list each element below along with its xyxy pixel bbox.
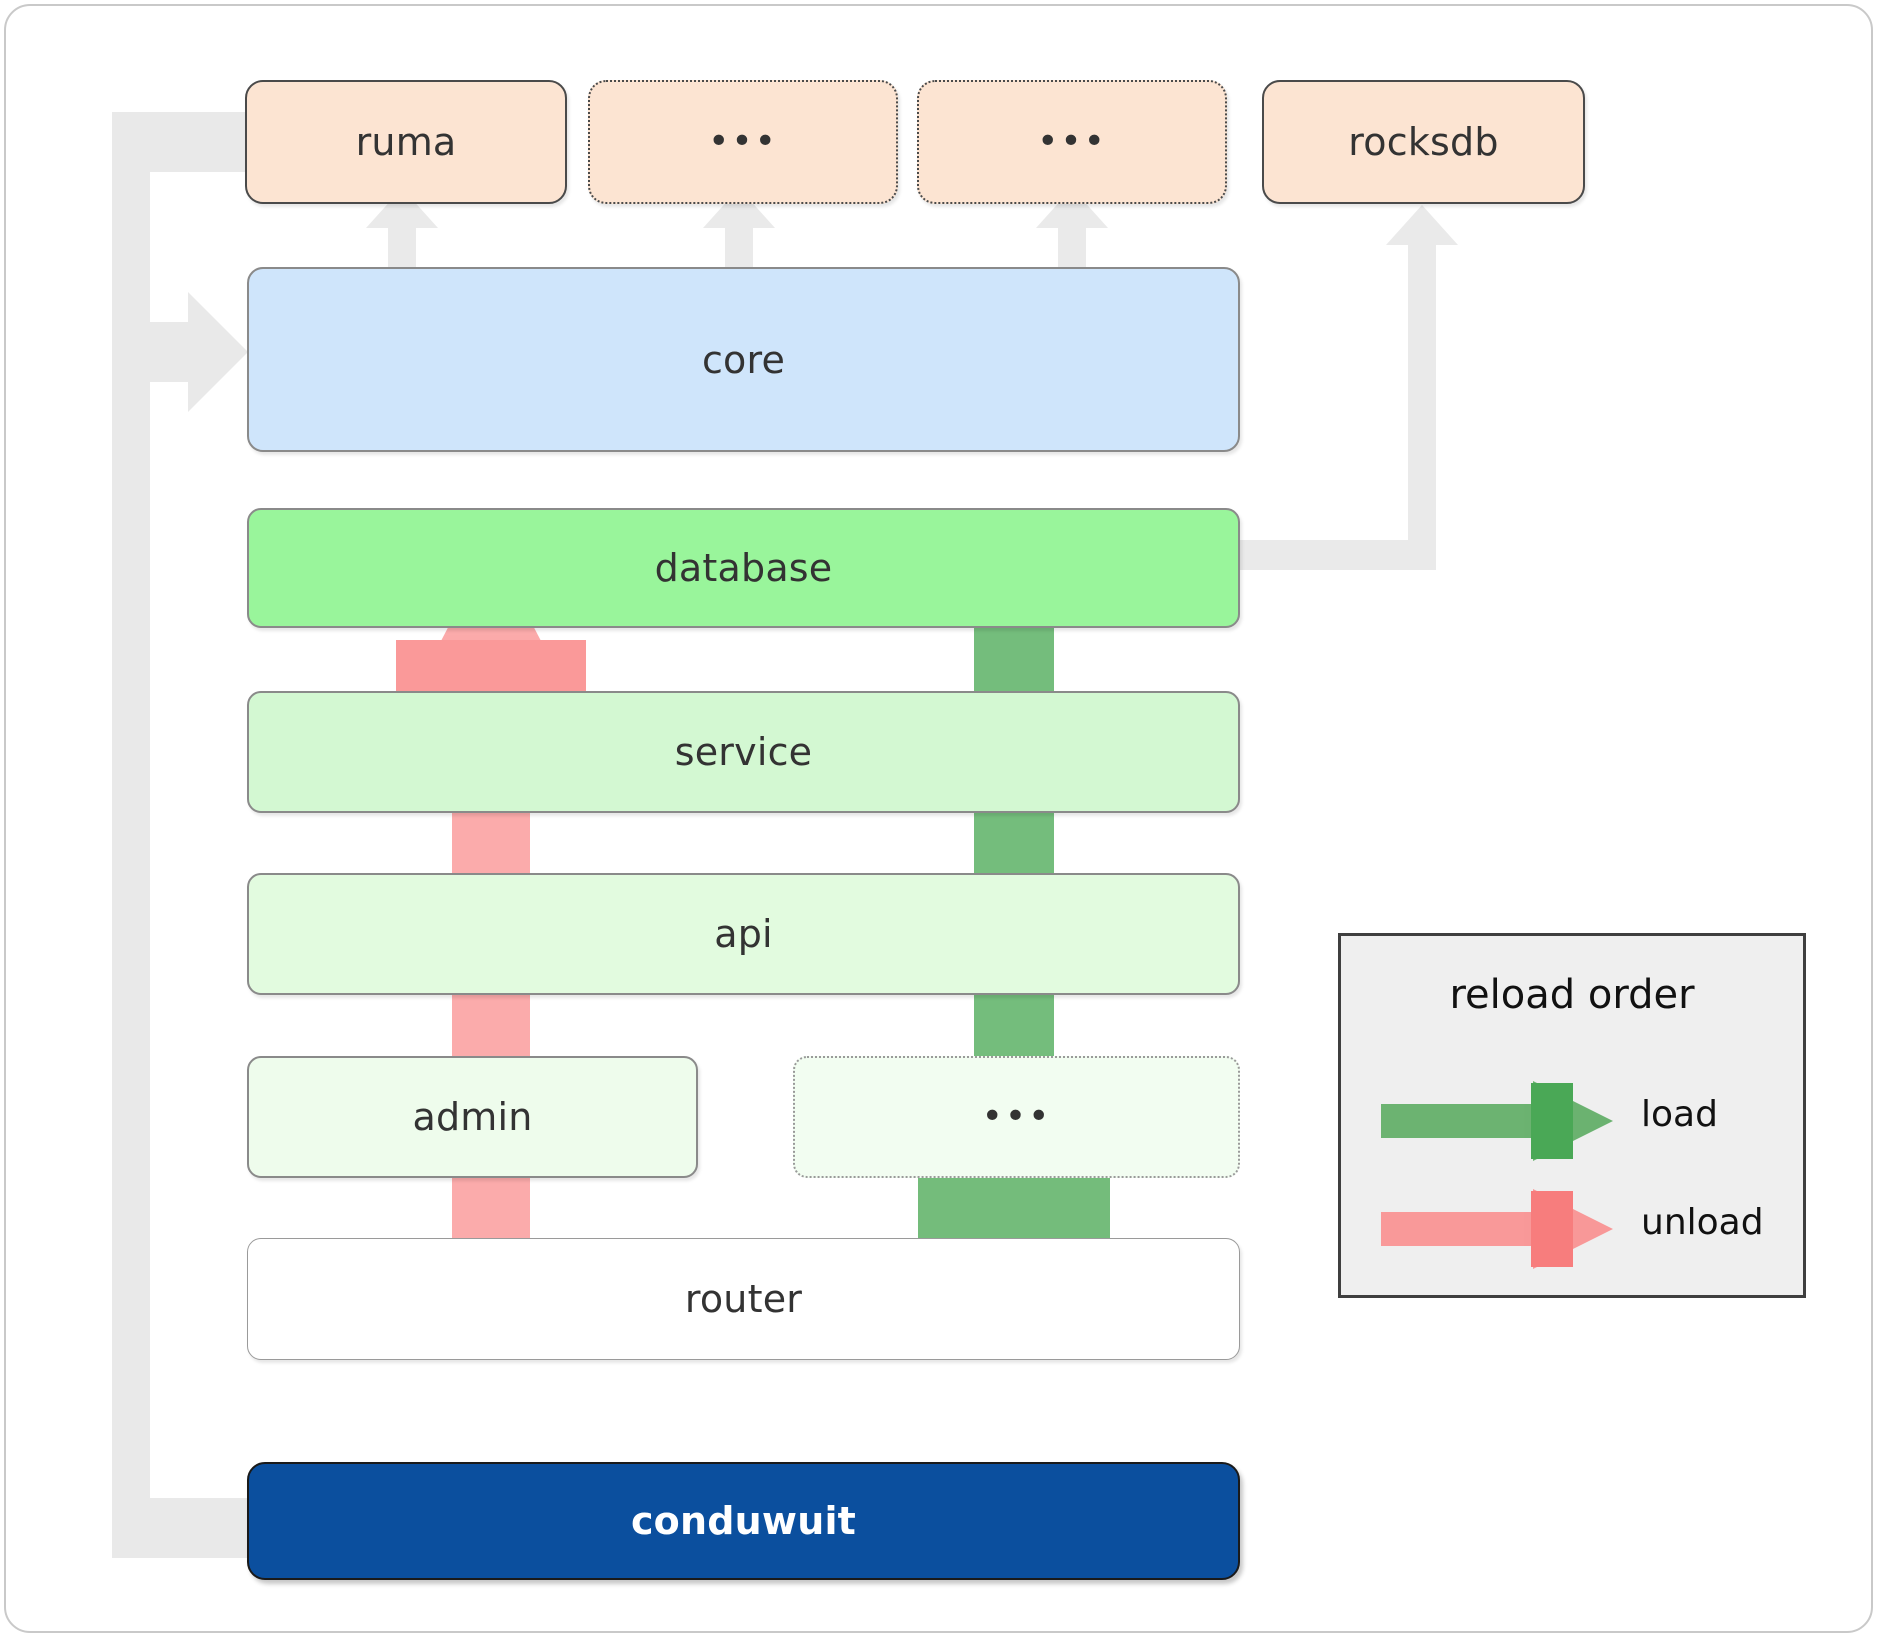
dependency-node-ellipsis-2[interactable]: ••• xyxy=(917,80,1227,204)
legend-load-arrow-icon xyxy=(1381,1081,1613,1161)
dependency-node-ruma[interactable]: ruma xyxy=(245,80,567,204)
layer-label-core: core xyxy=(701,337,786,382)
layer-node-core[interactable]: core xyxy=(247,267,1240,452)
layer-node-admin[interactable]: admin xyxy=(247,1056,698,1178)
legend-row-load: load xyxy=(1341,1076,1803,1166)
layer-label-router: router xyxy=(684,1277,803,1321)
layer-node-service[interactable]: service xyxy=(247,691,1240,813)
dependency-node-ellipsis-1[interactable]: ••• xyxy=(588,80,898,204)
layer-label-database: database xyxy=(654,546,833,590)
layer-node-database[interactable]: database xyxy=(247,508,1240,628)
legend-unload-arrow-icon xyxy=(1381,1189,1613,1269)
legend-title: reload order xyxy=(1449,972,1695,1018)
dependency-label-ruma: ruma xyxy=(355,120,457,164)
legend-row-unload: unload xyxy=(1341,1184,1803,1274)
dependency-label-rocksdb: rocksdb xyxy=(1348,120,1499,164)
dependency-node-rocksdb[interactable]: rocksdb xyxy=(1262,80,1585,204)
layer-label-api: api xyxy=(714,912,773,956)
legend-panel: reload order load unload xyxy=(1338,933,1806,1298)
layer-node-router[interactable]: router xyxy=(247,1238,1240,1360)
legend-label-unload: unload xyxy=(1641,1202,1764,1243)
layer-label-admin: admin xyxy=(412,1095,533,1139)
layer-label-service: service xyxy=(674,730,813,774)
layer-node-ellipsis[interactable]: ••• xyxy=(793,1056,1240,1178)
application-node-conduwuit[interactable]: conduwuit xyxy=(247,1462,1240,1580)
legend-label-load: load xyxy=(1641,1094,1718,1135)
application-label-conduwuit: conduwuit xyxy=(630,1499,857,1543)
layer-node-api[interactable]: api xyxy=(247,873,1240,995)
